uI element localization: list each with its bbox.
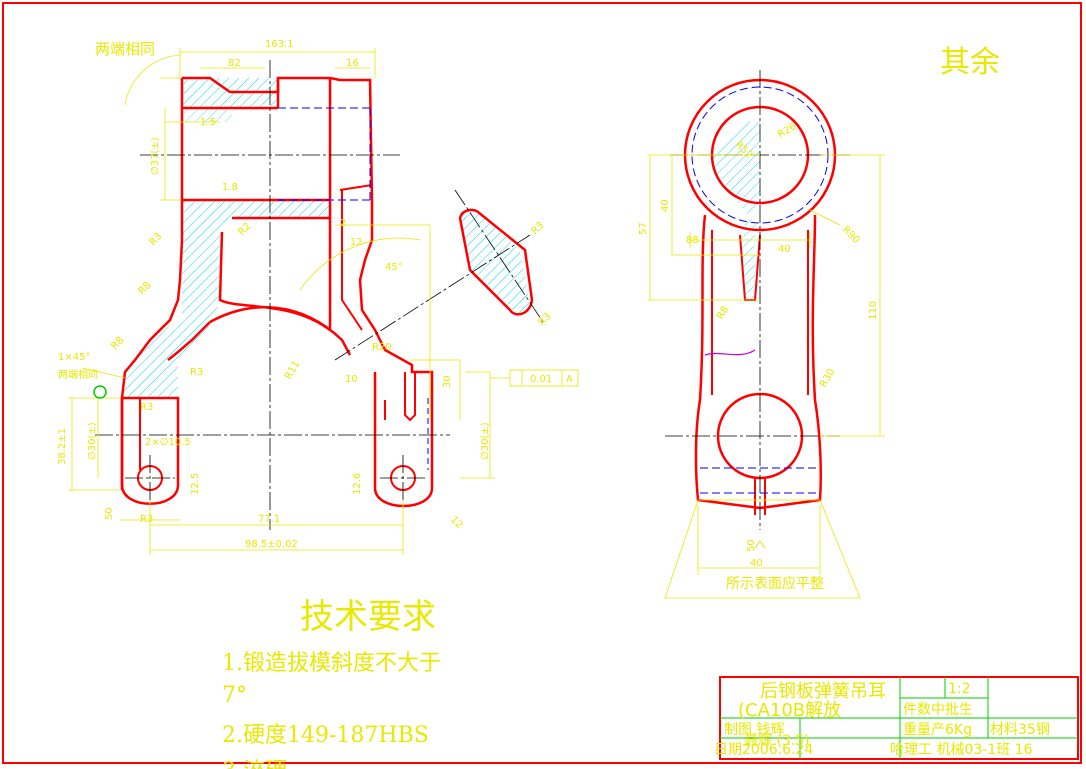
dim-angle-45: 45° <box>385 262 403 273</box>
dim-82: 82 <box>228 58 241 69</box>
tech-req-line-3: 3.淬硬 <box>222 759 287 769</box>
dim-98-5: 98.5±0.02 <box>245 539 298 550</box>
dim-40-horizontal: 40 <box>778 244 791 255</box>
dim-r11: R11 <box>283 359 302 382</box>
tb-part-name: 后钢板弹簧吊耳 <box>760 681 886 702</box>
tb-school: 哈理工 机械03-1班 16 <box>890 742 1033 758</box>
dim-r3-c: R3 <box>140 402 153 413</box>
dim-12-5: 12.5 <box>190 473 201 495</box>
dim-10: 10 <box>345 374 358 385</box>
dim-1-5: 1.5 <box>200 117 216 128</box>
note-flat-surface: 所示表面应平整 <box>726 575 824 592</box>
dim-57: 57 <box>638 222 649 235</box>
note-remaining: 其余 <box>940 45 1000 80</box>
tb-material: 材料35钢 <box>990 722 1050 738</box>
front-view <box>68 48 579 555</box>
dim-r3-a: R3 <box>147 231 164 248</box>
tech-req-line-1: 1.锻造拔模斜度不大于 <box>222 651 441 676</box>
side-view <box>648 70 885 599</box>
dim-overall-length: 163.1 <box>265 39 294 50</box>
tb-model: (CA10B解放 <box>738 700 841 721</box>
dim-1-8: 1.8 <box>222 182 238 193</box>
dim-r3-b: R3 <box>190 367 203 378</box>
dim-2: 2 <box>340 218 346 229</box>
dim-bore-30-left: ∅30(±) <box>87 422 98 460</box>
tech-req-title: 技术要求 <box>300 597 436 637</box>
dim-r3-rib: R3 <box>536 311 553 328</box>
note-both-ends-top: 两端相同 <box>95 40 155 58</box>
tech-req-line-2: 2.硬度149-187HBS <box>222 723 429 748</box>
dim-30: 30 <box>442 375 453 388</box>
dim-12-6: 12.6 <box>352 473 363 495</box>
dim-bore-37: ∅37(±) <box>150 137 161 175</box>
dim-datum-a: A <box>566 374 573 385</box>
dim-r20: R20 <box>372 342 392 353</box>
side-view-annotations: R52 R26 40 57 88 40 R90 110 R8 R30 50 40… <box>638 45 1000 592</box>
title-block: 后钢板弹簧吊耳 1:2 (CA10B解放 件数中批生 制图 钱辉 重量产6Kg … <box>714 676 1079 760</box>
dim-16: 16 <box>346 58 359 69</box>
dim-110: 110 <box>868 301 879 320</box>
dim-r30: R30 <box>818 367 837 390</box>
dim-40-bottom: 40 <box>750 558 763 569</box>
dim-40-vertical: 40 <box>660 199 671 212</box>
tb-weight: 重量产6Kg <box>903 722 972 738</box>
tb-batch: 件数中批生 <box>903 702 973 718</box>
note-chamfer: 1×45° <box>58 352 90 363</box>
dim-2-holes: 2×∅10.5 <box>145 437 191 448</box>
dim-r8-b: R8 <box>109 335 126 352</box>
dim-r90: R90 <box>840 224 862 246</box>
dim-tolerance: 0.01 <box>530 374 552 385</box>
dim-12: 12 <box>350 237 363 248</box>
dim-88: 88 <box>686 235 699 246</box>
tb-sub: 聂辉 (3.5) <box>744 733 810 749</box>
dim-38-2: 38.2±1 <box>57 428 68 465</box>
dim-r8-side: R8 <box>715 304 731 321</box>
note-both-ends-small: 两端相同 <box>58 368 98 381</box>
dim-bore-30-right: ∅30(±) <box>480 422 491 460</box>
tech-requirements: 技术要求 1.锻造拔模斜度不大于 7° 2.硬度149-187HBS 3.淬硬 <box>222 597 441 769</box>
dim-50-left: 50 <box>104 507 115 520</box>
tb-scale: 1:2 <box>948 681 971 697</box>
dim-r2: R2 <box>236 221 253 238</box>
dim-r12: 12 <box>448 514 465 531</box>
dim-r3-d: R3 <box>140 514 153 525</box>
tb-drawn-by: 制图 钱辉 <box>724 722 784 738</box>
dim-r8: R8 <box>136 280 153 297</box>
tb-date: 日期2006.6.24 <box>714 742 813 758</box>
dim-50-side: 50 <box>746 539 757 552</box>
dim-77-1: 77.1 <box>258 514 280 525</box>
dim-r25-rib: R3 <box>529 220 546 237</box>
tech-req-line-1b: 7° <box>222 683 247 708</box>
